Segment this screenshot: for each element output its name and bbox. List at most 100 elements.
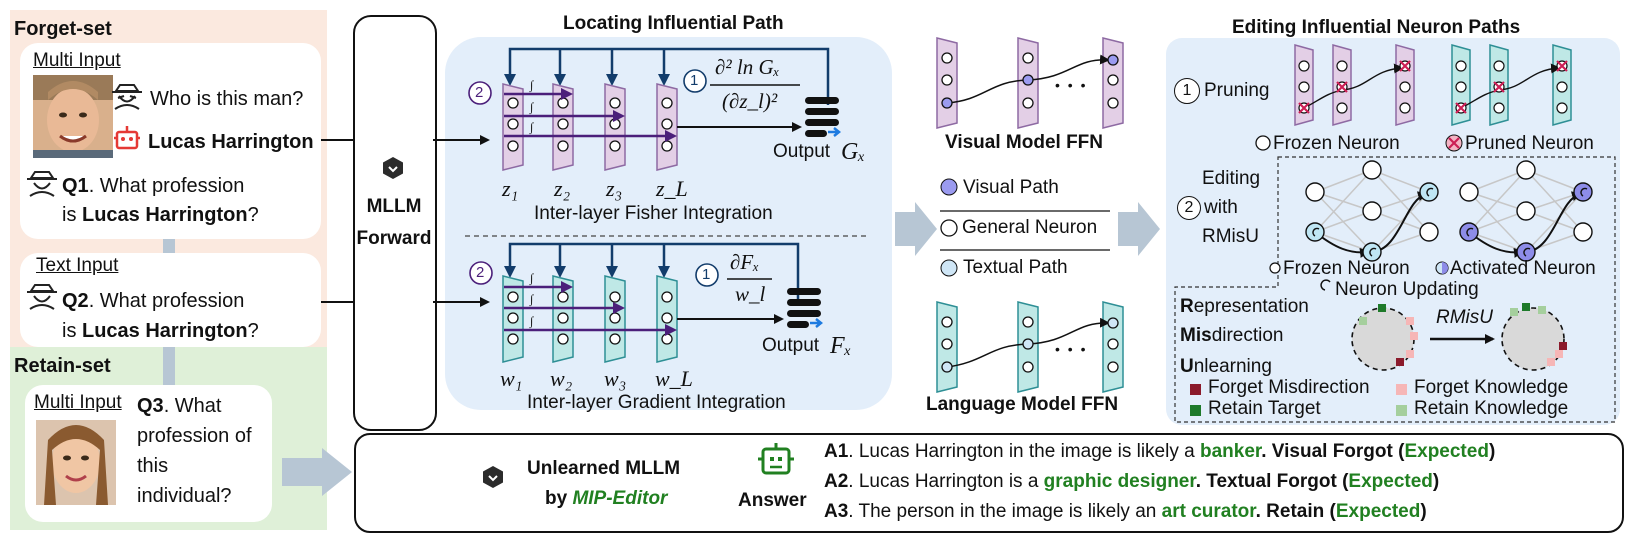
answer-label: Answer	[738, 490, 807, 511]
locating-title: Locating Influential Path	[563, 13, 784, 34]
w3-label: w₃	[604, 366, 627, 391]
integral-mark: ∫	[530, 78, 534, 92]
a3-term: art curator	[1161, 501, 1256, 522]
output-g-symbol: Gₓ	[841, 139, 866, 165]
fisher-formula-denominator: (∂z_l)²	[722, 89, 778, 113]
neuron-updating-icon	[1320, 279, 1331, 291]
a1-line: A1. Lucas Harrington in the image is lik…	[824, 441, 1495, 463]
rmisu-r-rest: epresentation	[1193, 296, 1309, 317]
q3-line4: individual?	[137, 485, 232, 507]
rmisu-circle-after	[1501, 303, 1567, 371]
rmisu-m-rest: direction	[1211, 325, 1284, 346]
flow-arrow	[1118, 202, 1160, 256]
forget-knowledge-swatch	[1396, 384, 1407, 395]
hacker-icon	[112, 84, 142, 110]
rmisu-circle-before	[1351, 304, 1418, 371]
frozen-neuron-label-2: Frozen Neuron	[1283, 258, 1410, 279]
z1-label: z₁	[502, 176, 519, 201]
a3-text: . The person in the image is likely an	[848, 501, 1162, 522]
forward-label: Forward	[356, 228, 432, 249]
hacker-icon	[27, 171, 57, 197]
mllm-logo-icon	[383, 157, 403, 179]
legend-forget-knowledge: Forget Knowledge	[1414, 377, 1569, 398]
w1-label: w₁	[500, 366, 523, 391]
retain-set-label: Retain-set	[14, 355, 111, 377]
hacker-icon	[27, 284, 57, 310]
q3-line1: Q3. What	[137, 395, 221, 418]
a2-close: )	[1432, 471, 1440, 492]
a3-close: )	[1420, 501, 1427, 522]
q3-line3: this	[137, 455, 169, 477]
q1-is: is	[62, 204, 82, 226]
output-f-label: Output	[762, 335, 820, 356]
q2-label: Q2	[62, 290, 89, 312]
q3-line2: profession of	[137, 425, 252, 447]
rmisu-u-rest: nlearning	[1193, 356, 1272, 377]
a2-term: graphic designer	[1043, 471, 1196, 492]
editing-title: Editing Influential Neuron Paths	[1232, 17, 1521, 38]
a2-expected: Expected	[1348, 471, 1433, 492]
q1-name: Lucas Harrington	[82, 204, 248, 226]
fisher-layers	[502, 47, 842, 171]
editing-line1: Editing	[1202, 168, 1261, 189]
card-connector	[163, 345, 175, 385]
q1-line2: is Lucas Harrington?	[62, 204, 259, 227]
answer-name: Lucas Harrington	[148, 131, 314, 153]
text-input-label: Text Input	[36, 255, 119, 276]
editor-name: MIP-Editor	[572, 488, 668, 509]
wl-label: w_L	[655, 366, 693, 391]
answer-box	[354, 433, 1624, 533]
retain-to-answer-arrow	[282, 448, 352, 496]
language-ffn-label: Language Model FFN	[926, 394, 1119, 415]
legend-general-neuron: General Neuron	[962, 217, 1098, 238]
q2-text: . What profession	[88, 290, 245, 312]
a1-expected: Expected	[1404, 441, 1489, 462]
q1-label: Q1	[62, 175, 89, 197]
legend-visual-path: Visual Path	[963, 177, 1059, 198]
pruned-neuron-icon	[1445, 134, 1463, 152]
card-connector	[163, 238, 175, 256]
pruning-text-layers	[1451, 44, 1572, 126]
z2-label: z₂	[554, 176, 571, 201]
frozen-neuron-icon	[1269, 262, 1281, 274]
integral-mark: ∫	[530, 100, 534, 114]
neuron-updating-label: Neuron Updating	[1335, 279, 1479, 300]
z3-label: z₃	[606, 176, 623, 201]
q2-line2: is Lucas Harrington?	[62, 320, 259, 343]
q1-end: ?	[247, 204, 259, 226]
a2-text: . Lucas Harrington is a	[848, 471, 1044, 492]
retain-target-swatch	[1190, 405, 1201, 416]
a1-close: )	[1488, 441, 1496, 462]
language-ellipsis: • • •	[1055, 341, 1088, 357]
rmisu-m: Mis	[1180, 325, 1212, 346]
visual-ffn	[936, 37, 1124, 129]
by-editor-label: by MIP-Editor	[545, 488, 667, 510]
q2-line1: Q2. What profession	[62, 290, 244, 313]
mllm-logo-icon	[483, 466, 503, 488]
a1-term: banker	[1199, 441, 1262, 462]
integral-mark: ∫	[530, 120, 534, 134]
zl-label: z_L	[656, 176, 688, 201]
q1-line1: Q1. What profession	[62, 175, 244, 198]
pruning-visual-layers	[1294, 44, 1415, 126]
forget-text-card	[20, 253, 321, 347]
step2-label: 2	[475, 84, 484, 101]
a3-line: A3. The person in the image is likely an…	[824, 501, 1427, 523]
a3-verdict: . Retain (	[1255, 501, 1336, 522]
output-stack-icon	[805, 97, 842, 137]
frozen-neuron-icon	[1255, 135, 1271, 151]
man-photo	[33, 75, 113, 158]
rmisu-unlearning: Unlearning	[1180, 356, 1272, 378]
q2-is: is	[62, 320, 82, 342]
step1-label-lower: 1	[702, 266, 711, 283]
legend-forget-misdirection: Forget Misdirection	[1208, 377, 1370, 398]
by-text: by	[545, 488, 573, 509]
path-legend	[940, 178, 1110, 277]
retain-knowledge-swatch	[1396, 405, 1407, 416]
q2-end: ?	[247, 320, 259, 342]
forget-set-label: Forget-set	[14, 18, 112, 40]
grad-formula-numerator: ∂Fₓ	[730, 250, 760, 274]
output-stack-icon	[787, 288, 824, 328]
activated-neuron-label: Activated Neuron	[1450, 258, 1596, 279]
a2-verdict: . Textual Forgot (	[1195, 471, 1349, 492]
